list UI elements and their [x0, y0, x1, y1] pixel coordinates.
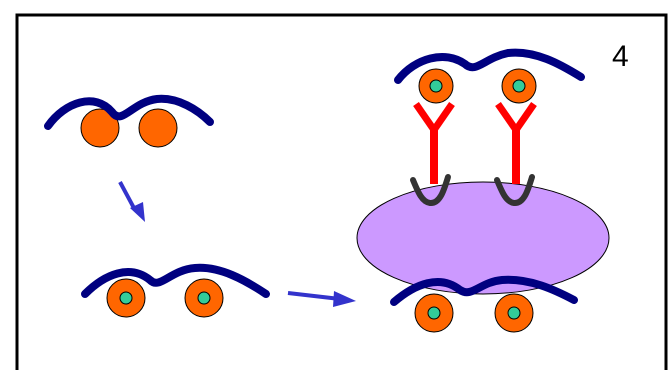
process-arrow-2 [288, 291, 356, 307]
bead-dot-left [428, 307, 440, 319]
bead-dot-right [508, 307, 520, 319]
slide-number: 4 [612, 40, 629, 74]
receptor-right [498, 104, 534, 184]
strand-unit-bottom [394, 280, 574, 332]
arrow-shaft [288, 293, 340, 299]
arrow-shaft [120, 182, 135, 210]
receptor-arm-left [416, 104, 434, 130]
bead-dot-left [430, 80, 442, 92]
receptor-left [416, 104, 452, 184]
receptor-arm-right [516, 104, 534, 130]
bead-dot-right [198, 292, 210, 304]
bead-dot-left [120, 292, 132, 304]
bead-right [139, 109, 177, 147]
receptor-arm-right [434, 104, 452, 130]
arrow-head [333, 291, 356, 307]
dna-strand [48, 99, 210, 126]
bead-dot-right [513, 80, 525, 92]
strand-unit-top [398, 53, 581, 103]
strand-unit-dotted [85, 268, 266, 317]
receptor-arm-left [498, 104, 516, 130]
strand-unit-plain [48, 99, 210, 147]
cell-body [357, 182, 609, 294]
process-arrow-1 [120, 182, 145, 222]
